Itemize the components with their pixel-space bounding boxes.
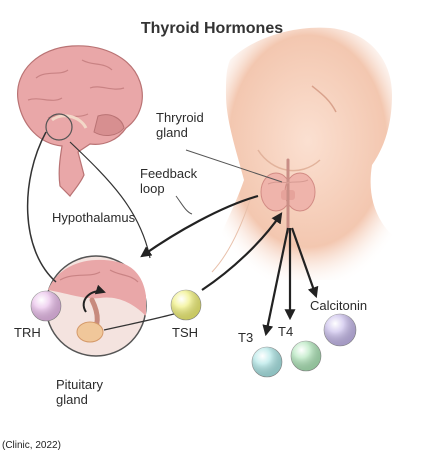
- feedback-arrow: [140, 194, 259, 258]
- feedback-loop-label: Feedback loop: [140, 166, 198, 196]
- feedback-leader-line: [175, 195, 193, 215]
- diagram-title: Thyroid Hormones: [140, 20, 284, 37]
- tsh-to-thyroid-arrow: [201, 212, 283, 291]
- thyroid-gland-label: Thryroid gland: [156, 110, 204, 140]
- trh-sphere: [30, 290, 62, 322]
- thyroid-gland: [260, 158, 316, 234]
- pituitary-gland-label: Pituitary gland: [56, 377, 103, 407]
- hypothalamus-zoom-ring: [45, 113, 73, 141]
- trh-arrow: [82, 284, 106, 313]
- t3-sphere: [251, 346, 283, 378]
- left-feedback-curve: [26, 131, 57, 283]
- tsh-sphere: [170, 289, 202, 321]
- calcitonin-arrow: [290, 227, 319, 299]
- calcitonin-label: Calcitonin: [310, 298, 368, 313]
- thyroid-leader-line: [185, 149, 283, 183]
- brain: [17, 45, 143, 197]
- hypothalamus-label: Hypothalamus: [52, 210, 136, 225]
- tsh-label: TSH: [172, 325, 198, 340]
- citation: (Clinic, 2022): [2, 440, 61, 451]
- t3-label: T3: [238, 330, 254, 345]
- t4-sphere: [290, 340, 322, 372]
- t3-arrow: [262, 227, 290, 337]
- t4-label: T4: [278, 324, 294, 339]
- neck-figure: [205, 27, 392, 281]
- calcitonin-sphere: [323, 313, 357, 347]
- trh-label: TRH: [14, 325, 41, 340]
- hypothalamus-leader-line: [69, 141, 151, 259]
